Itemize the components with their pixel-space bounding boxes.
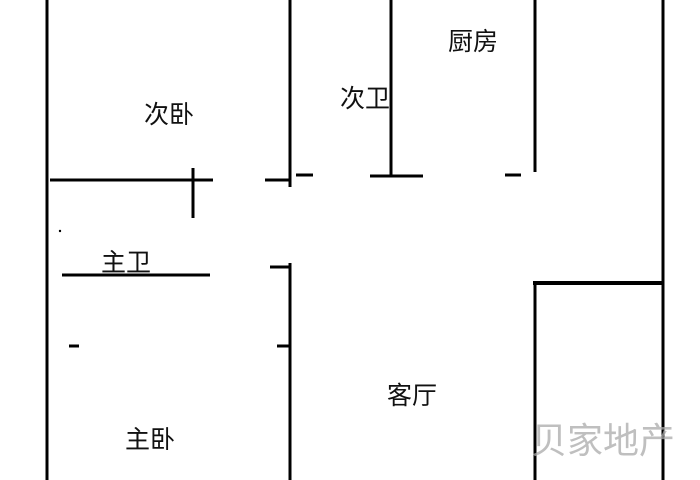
- room-label-living-room: 客厅: [386, 381, 438, 410]
- room-label-master-bathroom: 主卫: [100, 248, 152, 277]
- room-label-master-bedroom: 主卧: [124, 425, 176, 454]
- watermark: 贝家地产: [530, 421, 676, 462]
- dot-mark: [58, 229, 62, 233]
- room-label-second-bedroom: 次卧: [143, 100, 195, 129]
- room-label-second-bathroom: 次卫: [339, 84, 391, 113]
- room-label-kitchen: 厨房: [447, 27, 499, 56]
